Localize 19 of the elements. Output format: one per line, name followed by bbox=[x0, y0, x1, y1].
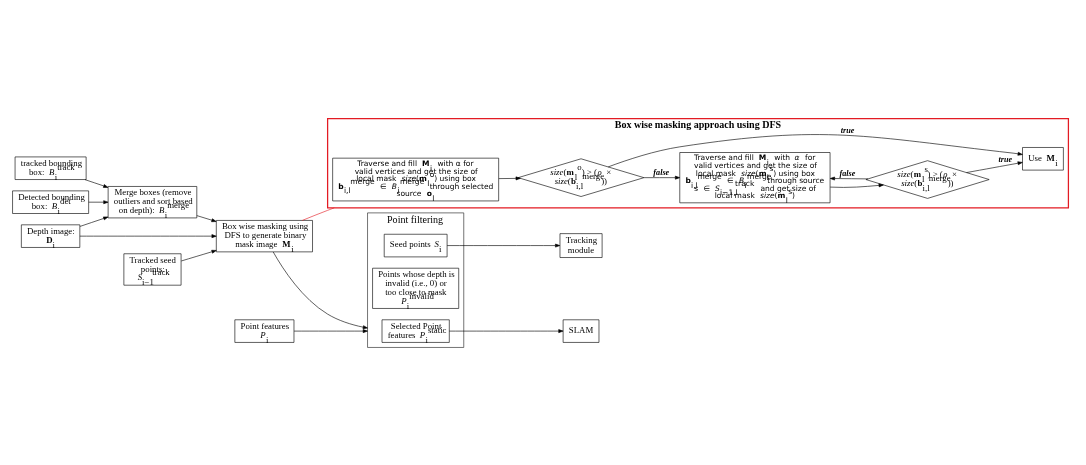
node-box: SLAM bbox=[562, 318, 600, 343]
arrow bbox=[196, 214, 217, 222]
node-box: Tracking module bbox=[559, 232, 603, 258]
arrow bbox=[829, 176, 869, 180]
arrow bbox=[88, 199, 109, 204]
arrow bbox=[643, 175, 681, 179]
connector bbox=[302, 207, 335, 221]
arrow bbox=[293, 328, 368, 333]
arrow bbox=[84, 178, 109, 188]
arrow bbox=[181, 249, 217, 261]
arrow bbox=[446, 243, 561, 247]
arrow bbox=[829, 183, 884, 188]
arrow bbox=[498, 176, 521, 180]
arrow bbox=[607, 133, 1023, 167]
arrow bbox=[449, 328, 564, 333]
arrow bbox=[79, 233, 217, 238]
arrow bbox=[966, 160, 1023, 173]
arrow bbox=[272, 251, 368, 329]
arrow bbox=[79, 216, 109, 227]
